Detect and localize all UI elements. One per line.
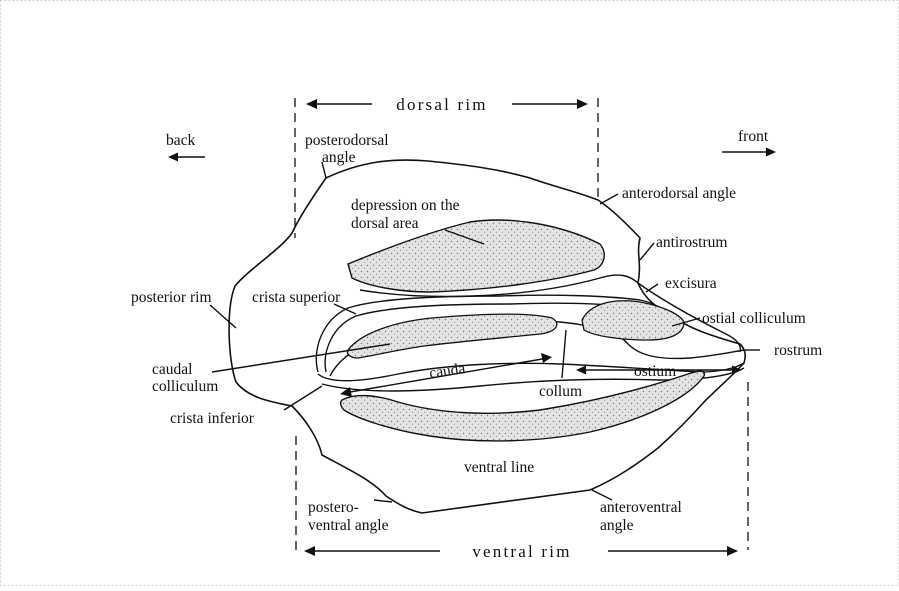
posteroventral-angle-label-2: ventral angle: [308, 517, 389, 534]
cauda-label: cauda: [428, 360, 466, 382]
ventral-rim-arrowhead-left: [304, 546, 315, 556]
rostrum-label: rostrum: [774, 342, 822, 359]
leader-posterior-rim: [210, 305, 236, 328]
depression-label-2: dorsal area: [351, 215, 419, 232]
caudal-colliculum-label-2: colliculum: [152, 378, 218, 395]
cauda-arrowhead-right: [541, 353, 552, 363]
leader-anterodorsal: [600, 194, 618, 204]
leader-collum: [562, 330, 566, 378]
dorsal-rim-label: dorsal rim: [396, 95, 487, 114]
leader-crista-inferior: [284, 386, 322, 410]
leader-excisura: [646, 284, 658, 292]
caudal-colliculum-label-1: caudal: [152, 361, 192, 378]
back-arrowhead: [168, 153, 178, 162]
front-arrowhead: [766, 148, 776, 157]
depression-label-1: depression on the: [351, 197, 460, 214]
ostial-colliculum-label: ostial colliculum: [702, 310, 806, 327]
anteroventral-angle-label-2: angle: [600, 517, 634, 534]
collum-label: collum: [539, 383, 582, 400]
excisura-label: excisura: [665, 275, 717, 292]
dorsal-rim-arrowhead-right: [577, 99, 588, 109]
posteroventral-angle-label-1: postero-: [308, 499, 359, 516]
leader-caudal-colliculum: [212, 344, 390, 372]
dorsal-rim-arrowhead-left: [306, 99, 317, 109]
leader-antirostrum: [640, 243, 654, 260]
ventral-rim-label: ventral rim: [472, 542, 571, 561]
caudal-colliculum: [347, 314, 556, 358]
ventral-line-label: ventral line: [464, 459, 534, 476]
anteroventral-angle-label-1: anteroventral: [600, 499, 682, 516]
posterior-rim-label: posterior rim: [131, 289, 212, 306]
ventral-depression: [341, 371, 705, 441]
anterodorsal-angle-label: anterodorsal angle: [622, 185, 736, 202]
ostium-label: ostium: [634, 363, 676, 380]
back-label: back: [166, 132, 196, 149]
crista-inferior-label: crista inferior: [170, 410, 255, 427]
front-label: front: [738, 128, 769, 145]
posterodorsal-angle-label-2: angle: [322, 149, 356, 166]
ventral-rim-arrowhead-right: [727, 546, 738, 556]
posterodorsal-angle-label: posterodorsal: [305, 132, 389, 149]
crista-superior-label: crista superior: [252, 289, 341, 306]
ostium-arrowhead-left: [576, 366, 586, 375]
ostial-colliculum: [582, 301, 684, 340]
leader-posteroventral: [374, 500, 392, 502]
antirostrum-label: antirostrum: [656, 234, 727, 251]
